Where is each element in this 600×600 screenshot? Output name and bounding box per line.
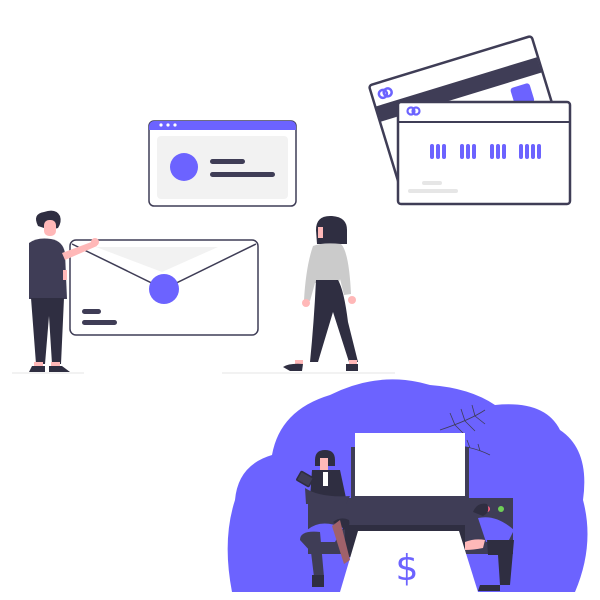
dollar-sign: $ <box>396 548 419 589</box>
envelope <box>69 239 259 336</box>
woman-figure <box>222 215 395 374</box>
card-number <box>430 144 541 159</box>
avatar <box>170 153 198 181</box>
credit-card-front <box>396 100 572 206</box>
money-printer-scene: $ <box>227 379 588 592</box>
man-figure <box>12 210 99 374</box>
profile-browser-window <box>148 120 297 207</box>
